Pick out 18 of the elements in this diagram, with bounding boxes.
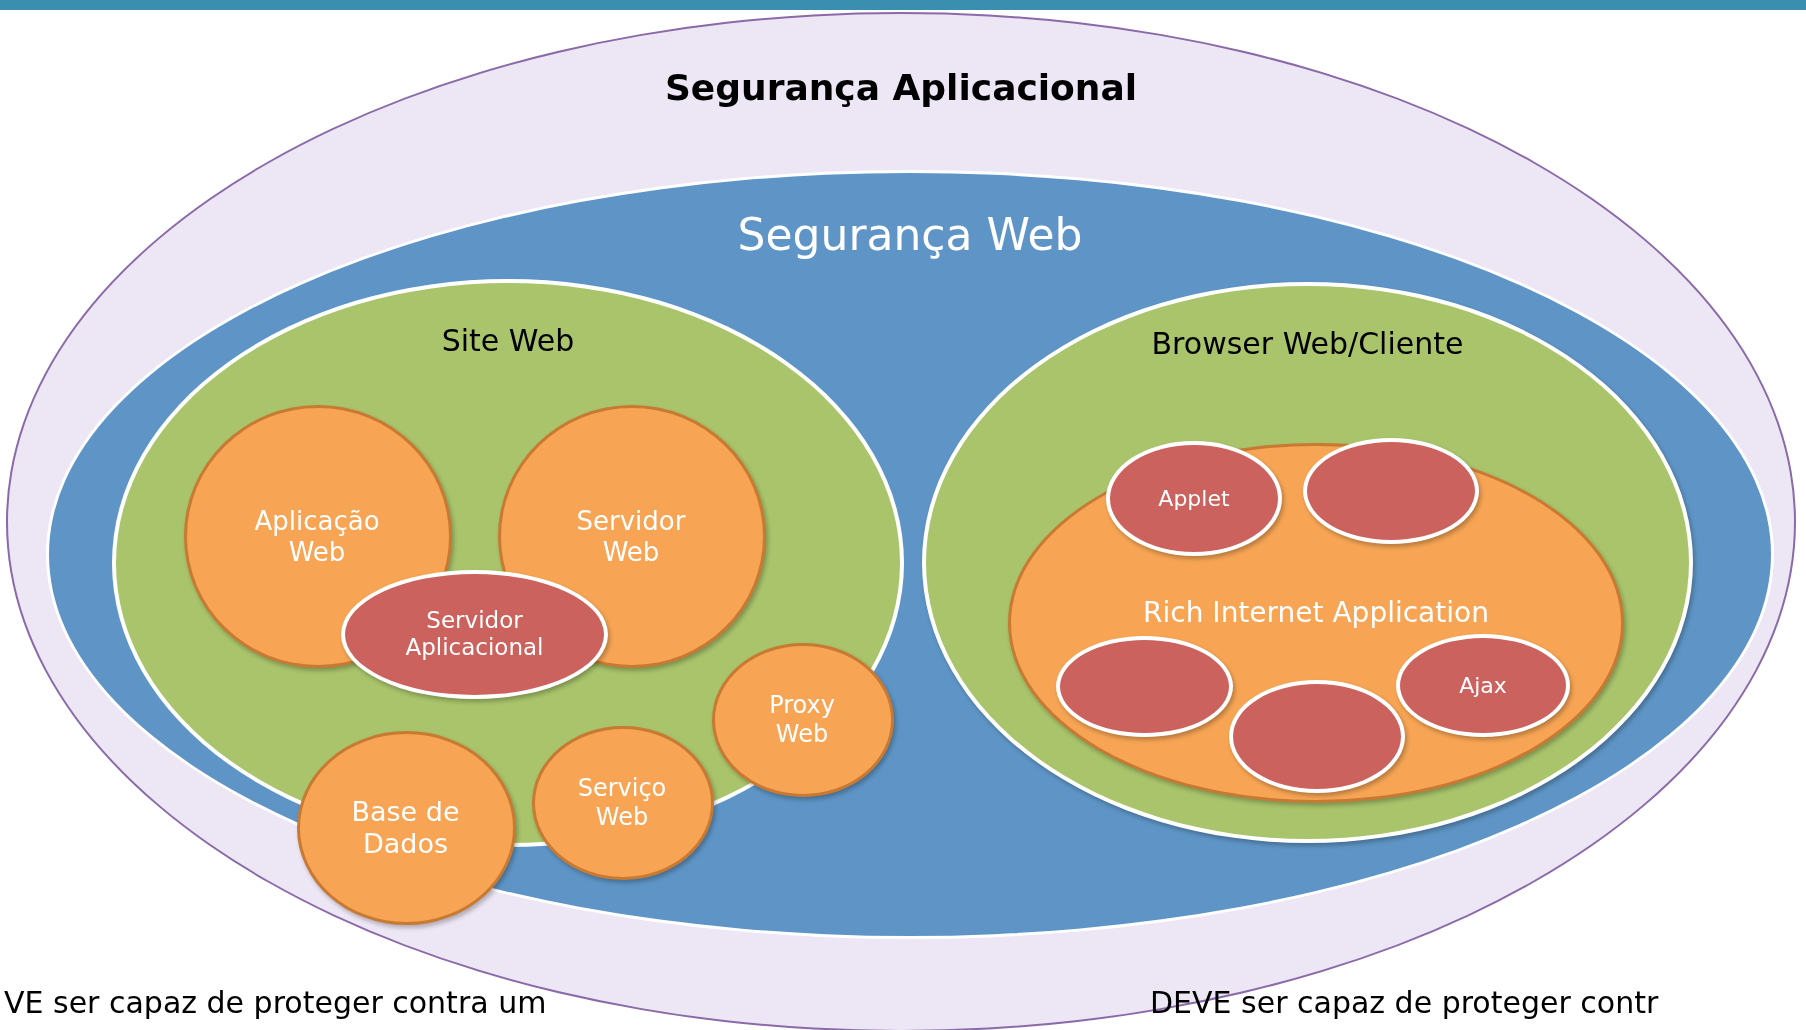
group-title: Site Web — [440, 323, 576, 359]
group-title: Segurança Aplicacional — [663, 66, 1139, 110]
ellipse-node — [1396, 634, 1570, 737]
node-label: Aplicação Web — [253, 505, 381, 568]
node-label: Applet — [1157, 485, 1231, 512]
note-text: DEVE ser capaz de proteger contr — [1150, 985, 1659, 1020]
node-label: Ajax — [1458, 672, 1508, 699]
node-label: Proxy Web — [768, 691, 836, 749]
node-label: Servidor Web — [575, 505, 687, 568]
group-title: Rich Internet Application — [1142, 596, 1490, 630]
node-label: Servidor Aplicacional — [404, 606, 545, 663]
note-text: VE ser capaz de proteger contra um — [4, 985, 547, 1020]
node-label: Serviço Web — [576, 774, 668, 832]
group-title: Browser Web/Cliente — [1150, 326, 1465, 362]
circle-node — [1229, 680, 1405, 793]
node-label: Base de Dados — [350, 795, 461, 861]
circle-node — [1056, 636, 1233, 737]
group-title: Segurança Web — [736, 209, 1084, 262]
